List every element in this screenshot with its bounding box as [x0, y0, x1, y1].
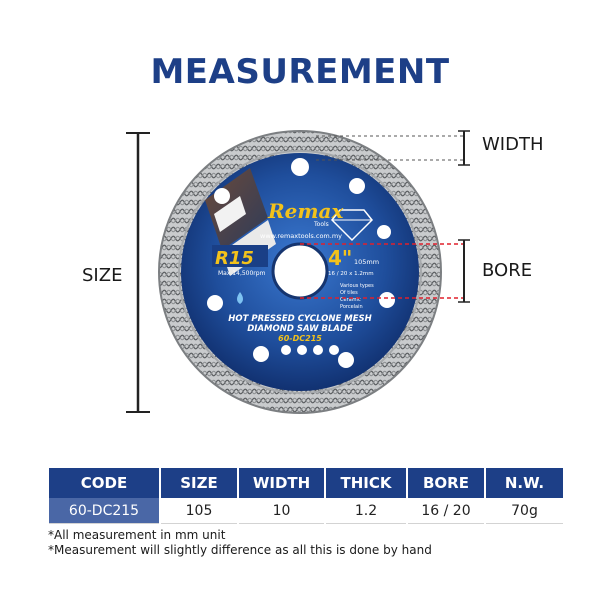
diamond-icon: [330, 209, 374, 242]
note-handmade: *Measurement will slightly difference as…: [48, 543, 432, 557]
website-text: www.remaxtools.com.my: [260, 232, 342, 240]
cell-code: 60-DC215: [49, 498, 159, 524]
table-row: 60-DC215 105 10 1.2 16 / 20 70g: [49, 498, 563, 524]
page-title: MEASUREMENT: [150, 52, 450, 92]
brand-subtitle: Tools: [313, 221, 329, 228]
use-line-4: Porcelain: [340, 304, 363, 310]
spec-table: CODE SIZE WIDTH THICK BORE N.W. 60-DC215…: [47, 468, 565, 524]
size-mm-label: 105mm: [354, 258, 379, 266]
header-size: SIZE: [161, 468, 237, 498]
header-nw: N.W.: [486, 468, 563, 498]
blade-bore-hole: [271, 242, 329, 300]
max-rpm-label: Max.14,500rpm: [218, 270, 266, 277]
size-label: SIZE: [82, 265, 123, 286]
blade-code: 60-DC215: [278, 334, 322, 343]
size-dimension-line: [126, 132, 150, 413]
model-label: R15: [215, 248, 254, 269]
width-label: WIDTH: [482, 134, 544, 155]
bore-label: BORE: [482, 260, 533, 281]
cell-bore: 16 / 20: [408, 498, 484, 524]
header-bore: BORE: [408, 468, 484, 498]
blade-line-2: DIAMOND SAW BLADE: [247, 324, 353, 334]
safety-icons: [281, 345, 339, 355]
spec-table-header: CODE SIZE WIDTH THICK BORE N.W.: [49, 468, 563, 498]
cell-size: 105: [161, 498, 237, 524]
brand-logo: Remax: [267, 199, 344, 223]
cell-nw: 70g: [486, 498, 563, 524]
use-line-2: Of tiles: [340, 290, 358, 296]
blade-line-1: HOT PRESSED CYCLONE MESH: [228, 314, 372, 324]
use-line-1: Various types: [340, 283, 374, 289]
header-code: CODE: [49, 468, 159, 498]
bore-spec-label: 16 / 20 x 1.2mm: [328, 271, 374, 277]
width-guide: [316, 130, 470, 166]
header-thick: THICK: [326, 468, 406, 498]
note-mm-unit: *All measurement in mm unit: [48, 528, 226, 542]
water-drop-icon: [237, 292, 243, 304]
header-width: WIDTH: [239, 468, 324, 498]
blade-holes: [207, 158, 395, 368]
cell-width: 10: [239, 498, 324, 524]
use-line-3: Ceramic: [340, 297, 361, 303]
cell-thick: 1.2: [326, 498, 406, 524]
blade-diagram: Remax Tools www.remaxtools.com.my R15 4"…: [126, 130, 470, 414]
size-inch-label: 4": [328, 246, 352, 270]
bore-guide: [300, 239, 470, 303]
